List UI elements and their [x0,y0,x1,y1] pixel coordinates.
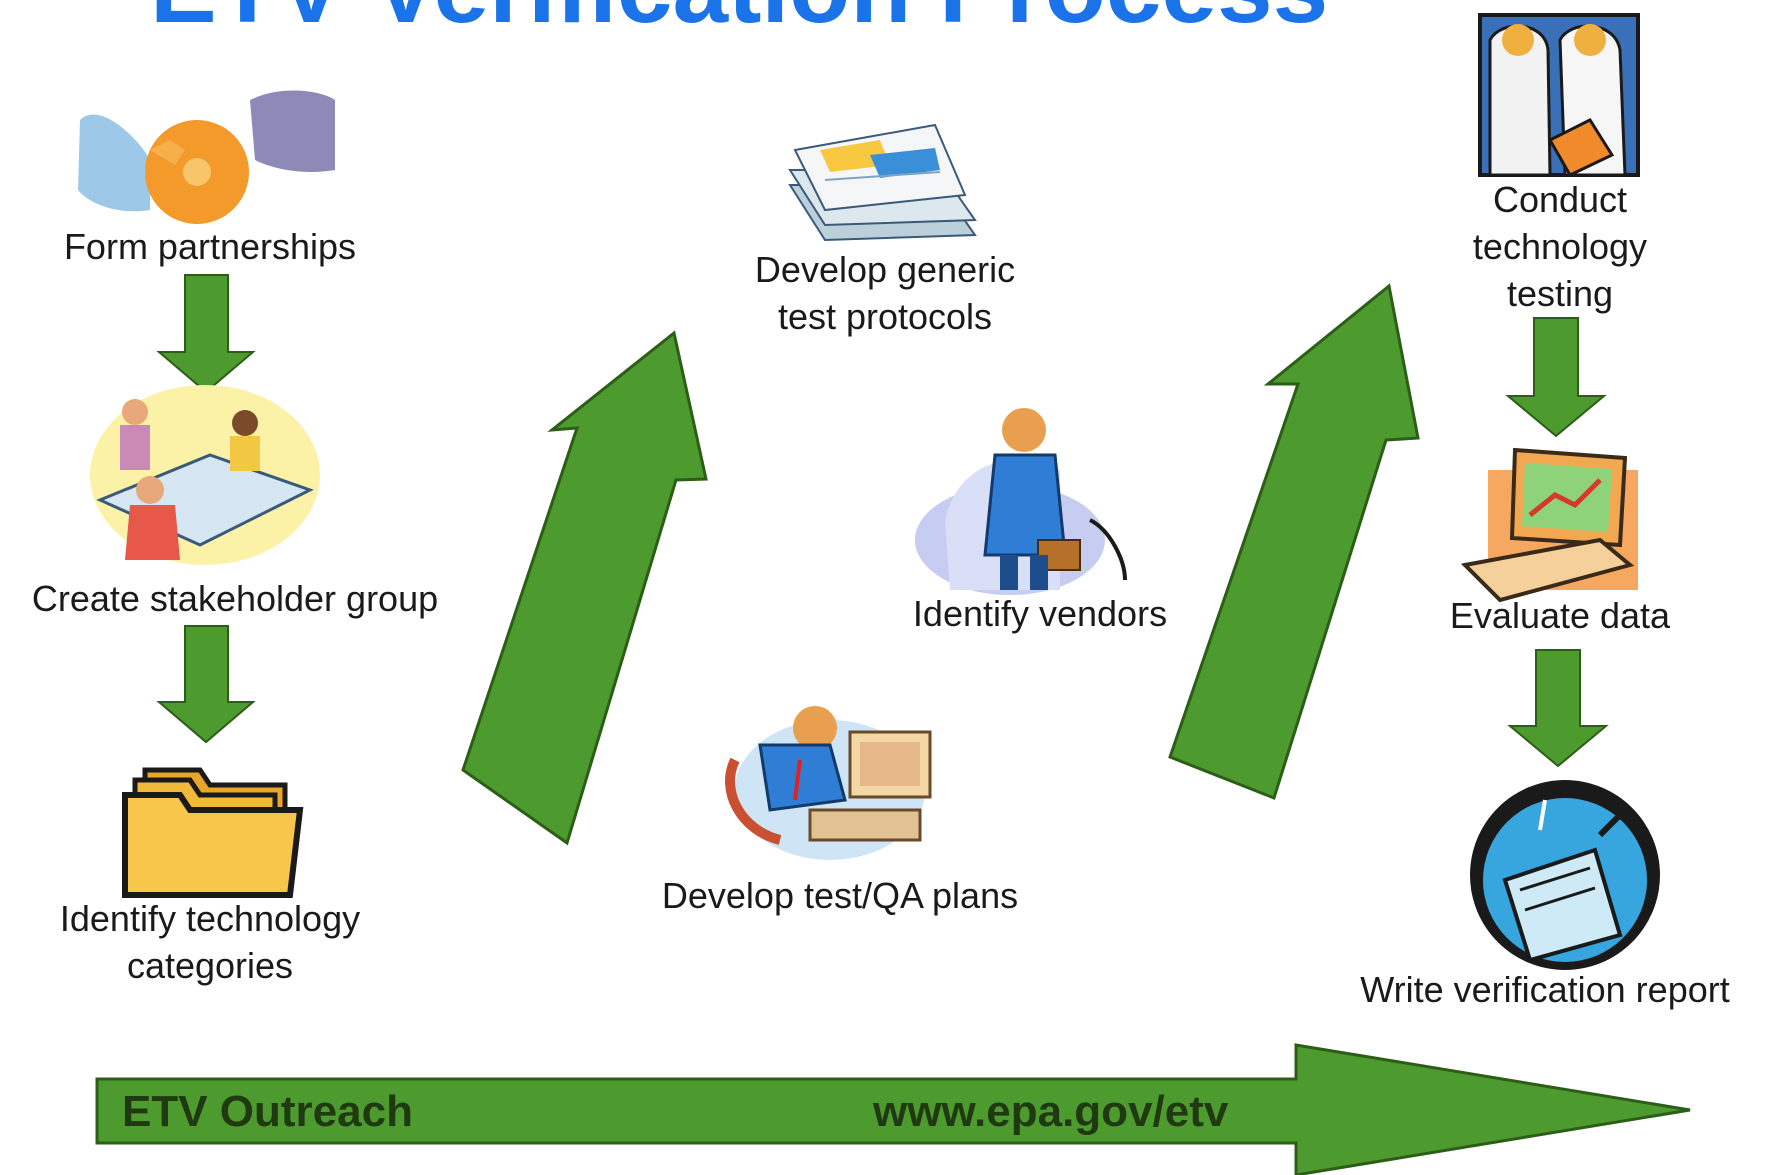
documents-icon [788,123,977,242]
develop-generic-test-protocols-line2: test protocols [777,296,993,337]
laptop-chart-icon [1460,447,1638,603]
scientists-icon [1478,13,1640,177]
arrow-down-4 [1507,649,1609,768]
identify-technology-categories-line2: categories [126,945,294,986]
businessman-icon [915,408,1127,595]
banner-right-label[interactable]: www.epa.gov/etv [873,1087,1229,1136]
meeting-icon [90,385,320,565]
develop-generic-test-protocols-line1: Develop generic [754,249,1016,290]
evaluate-data-text: Evaluate data [1449,595,1671,636]
arrow-down-1 [156,274,256,394]
label-form-partnerships: Form partnerships [30,223,390,270]
arrow-down-3 [1505,317,1607,438]
label-develop-generic-test-protocols: Develop generic test protocols [705,246,1065,340]
form-partnerships-text: Form partnerships [63,226,357,267]
conduct-technology-testing-line3: testing [1506,273,1614,314]
label-conduct-technology-testing: Conduct technology testing [1420,176,1700,317]
develop-test-qa-plans-text: Develop test/QA plans [661,875,1019,916]
identify-vendors-text: Identify vendors [912,593,1168,634]
outreach-banner-arrow [95,1043,1691,1175]
label-identify-technology-categories: Identify technology categories [20,895,400,989]
big-arrow-2 [1168,283,1420,800]
conduct-technology-testing-line2: technology [1472,226,1648,267]
write-verification-report-text: Write verification report [1360,969,1730,1010]
handshake-icon [78,90,335,224]
create-stakeholder-group-text: Create stakeholder group [31,578,439,619]
label-write-verification-report: Write verification report [1330,966,1760,1013]
label-create-stakeholder-group: Create stakeholder group [5,575,465,622]
arrow-down-2 [156,625,256,744]
page-title: ETV Verification Process [150,0,1328,28]
identify-technology-categories-line1: Identify technology [59,898,361,939]
conduct-technology-testing-line1: Conduct [1492,179,1628,220]
banner-left-label: ETV Outreach [122,1087,413,1136]
label-develop-test-qa-plans: Develop test/QA plans [630,872,1050,919]
big-arrow-1 [461,330,708,846]
label-evaluate-data: Evaluate data [1420,592,1700,639]
computer-worker-icon [725,706,932,860]
title-strip: ETV Verification Process [150,0,1550,28]
label-identify-vendors: Identify vendors [880,590,1200,637]
folder-icon [122,767,304,898]
writing-icon [1470,780,1660,970]
